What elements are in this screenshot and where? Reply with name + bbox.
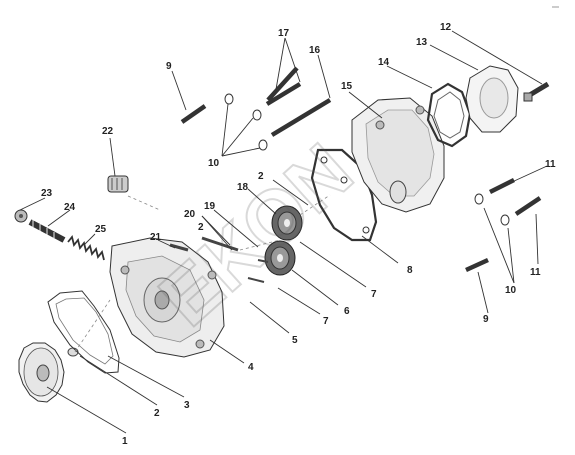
callout-2-key: 2 [154, 408, 160, 419]
callout-10-top: 10 [208, 158, 220, 169]
leader-lines [19, 30, 548, 434]
callout-7-upper: 7 [371, 289, 377, 300]
watermark: EKON [141, 125, 369, 343]
callout-2-gear: 2 [258, 171, 264, 182]
callout-12: 12 [440, 22, 452, 33]
upper-gear-part [271, 205, 303, 241]
right-bolts-part [465, 177, 542, 273]
callout-13: 13 [416, 37, 428, 48]
callout-11-top: 11 [545, 159, 556, 170]
callout-10-right: 10 [505, 285, 517, 296]
nut-part [14, 209, 28, 223]
callout-5: 5 [292, 335, 298, 346]
callout-3: 3 [184, 400, 190, 411]
middle-gasket-part [310, 148, 378, 242]
callout-23: 23 [41, 188, 53, 199]
callout-9-top: 9 [166, 61, 172, 72]
callout-16: 16 [309, 45, 321, 56]
pump-housing-part [109, 237, 225, 358]
callout-15: 15 [341, 81, 353, 92]
callout-21: 21 [150, 232, 162, 243]
callout-11-bottom: 11 [530, 267, 541, 278]
bolt-12-part [523, 81, 550, 102]
parts-drawing [14, 6, 559, 403]
spring-part [67, 235, 105, 261]
callout-4: 4 [248, 362, 254, 373]
callout-6: 6 [344, 306, 350, 317]
watermark-text: EKON [142, 126, 368, 342]
cap-part [107, 175, 129, 193]
pin-part [169, 243, 189, 252]
callout-22: 22 [102, 126, 114, 137]
shaft-part [201, 236, 239, 252]
lower-gear-part [264, 240, 296, 276]
callout-7-lower: 7 [323, 316, 329, 327]
rear-gasket-part [426, 82, 472, 148]
callout-2-shaft: 2 [198, 222, 204, 233]
bolt-9-top-part [180, 104, 207, 124]
callout-labels: 1 2 2 2 3 4 5 6 7 7 8 9 9 10 10 11 11 12… [41, 22, 556, 447]
callout-24: 24 [64, 202, 76, 213]
long-bolts-part [265, 66, 332, 137]
callout-14: 14 [378, 57, 390, 68]
callout-25: 25 [95, 224, 107, 235]
stud-part [28, 219, 66, 243]
callout-17: 17 [278, 28, 290, 39]
key-part [67, 347, 79, 357]
callout-18: 18 [237, 182, 249, 193]
callout-19: 19 [204, 201, 216, 212]
callout-9-bottom: 9 [483, 314, 489, 325]
washers-top-part [224, 93, 268, 151]
callout-1: 1 [122, 436, 128, 447]
callout-8: 8 [407, 265, 413, 276]
plate-part [465, 65, 519, 133]
drive-gear-part [18, 342, 65, 403]
rear-cover-part [351, 97, 445, 213]
front-gasket-part [47, 290, 120, 374]
callout-20: 20 [184, 209, 196, 220]
